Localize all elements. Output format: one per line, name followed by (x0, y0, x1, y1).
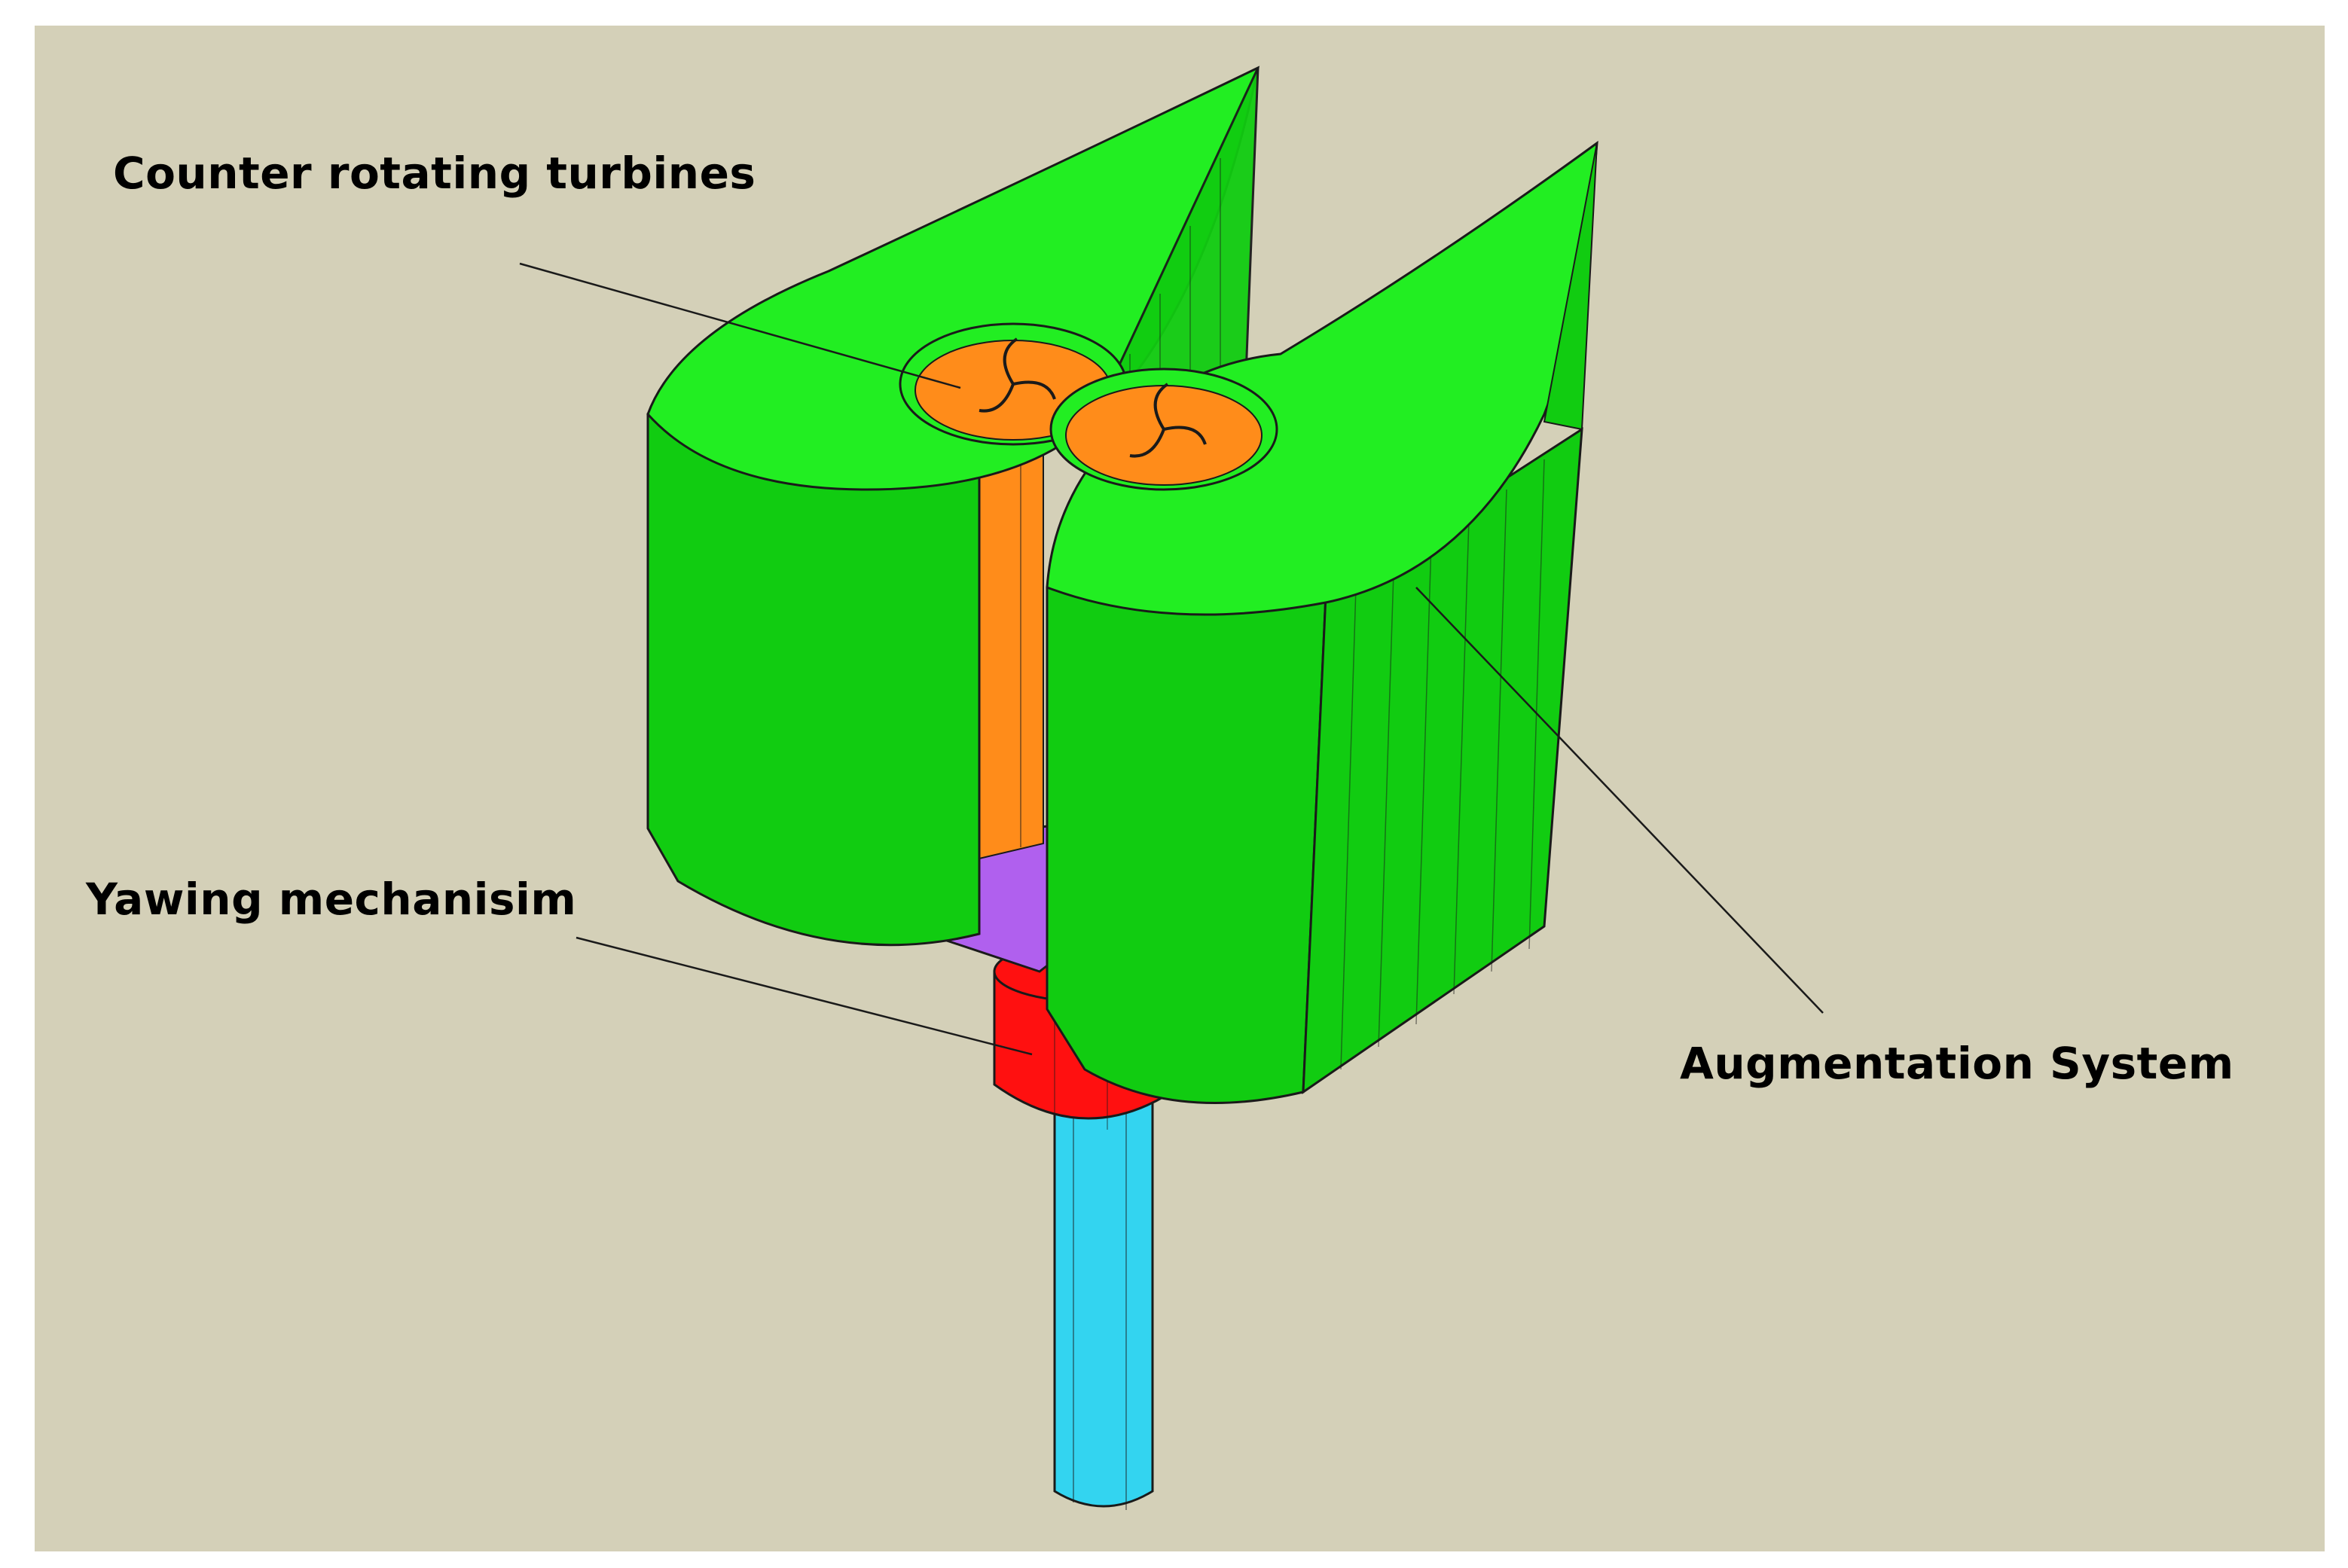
label-yawing-mechanism: Yawing mechanisim (86, 874, 577, 925)
support-shaft (1053, 1074, 1154, 1510)
leader-lines (519, 262, 1824, 1056)
rotor-blade-icon (1129, 383, 1207, 458)
label-counter-rotating-turbines: Counter rotating turbines (113, 148, 756, 199)
rotor-blade-icon (979, 337, 1056, 413)
label-augmentation-system: Augmentation System (1680, 1038, 2234, 1089)
augmentation-shell-right (1046, 140, 1598, 1104)
